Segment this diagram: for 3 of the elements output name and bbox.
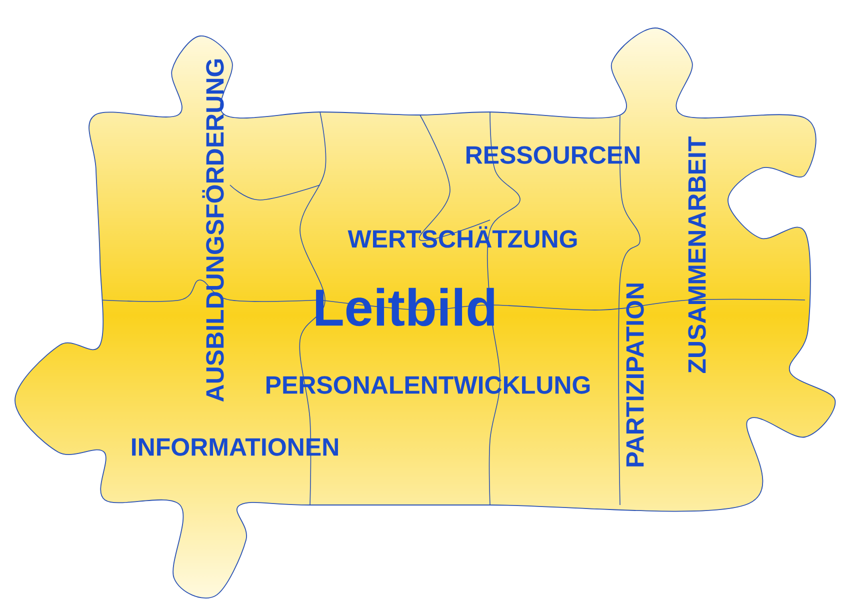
puzzle-label: PARTIZIPATION	[626, 284, 644, 466]
puzzle-label: AUSBILDUNGSFÖRDERUNG	[202, 59, 224, 402]
puzzle-label: ZUSAMMENARBEIT	[688, 136, 706, 373]
